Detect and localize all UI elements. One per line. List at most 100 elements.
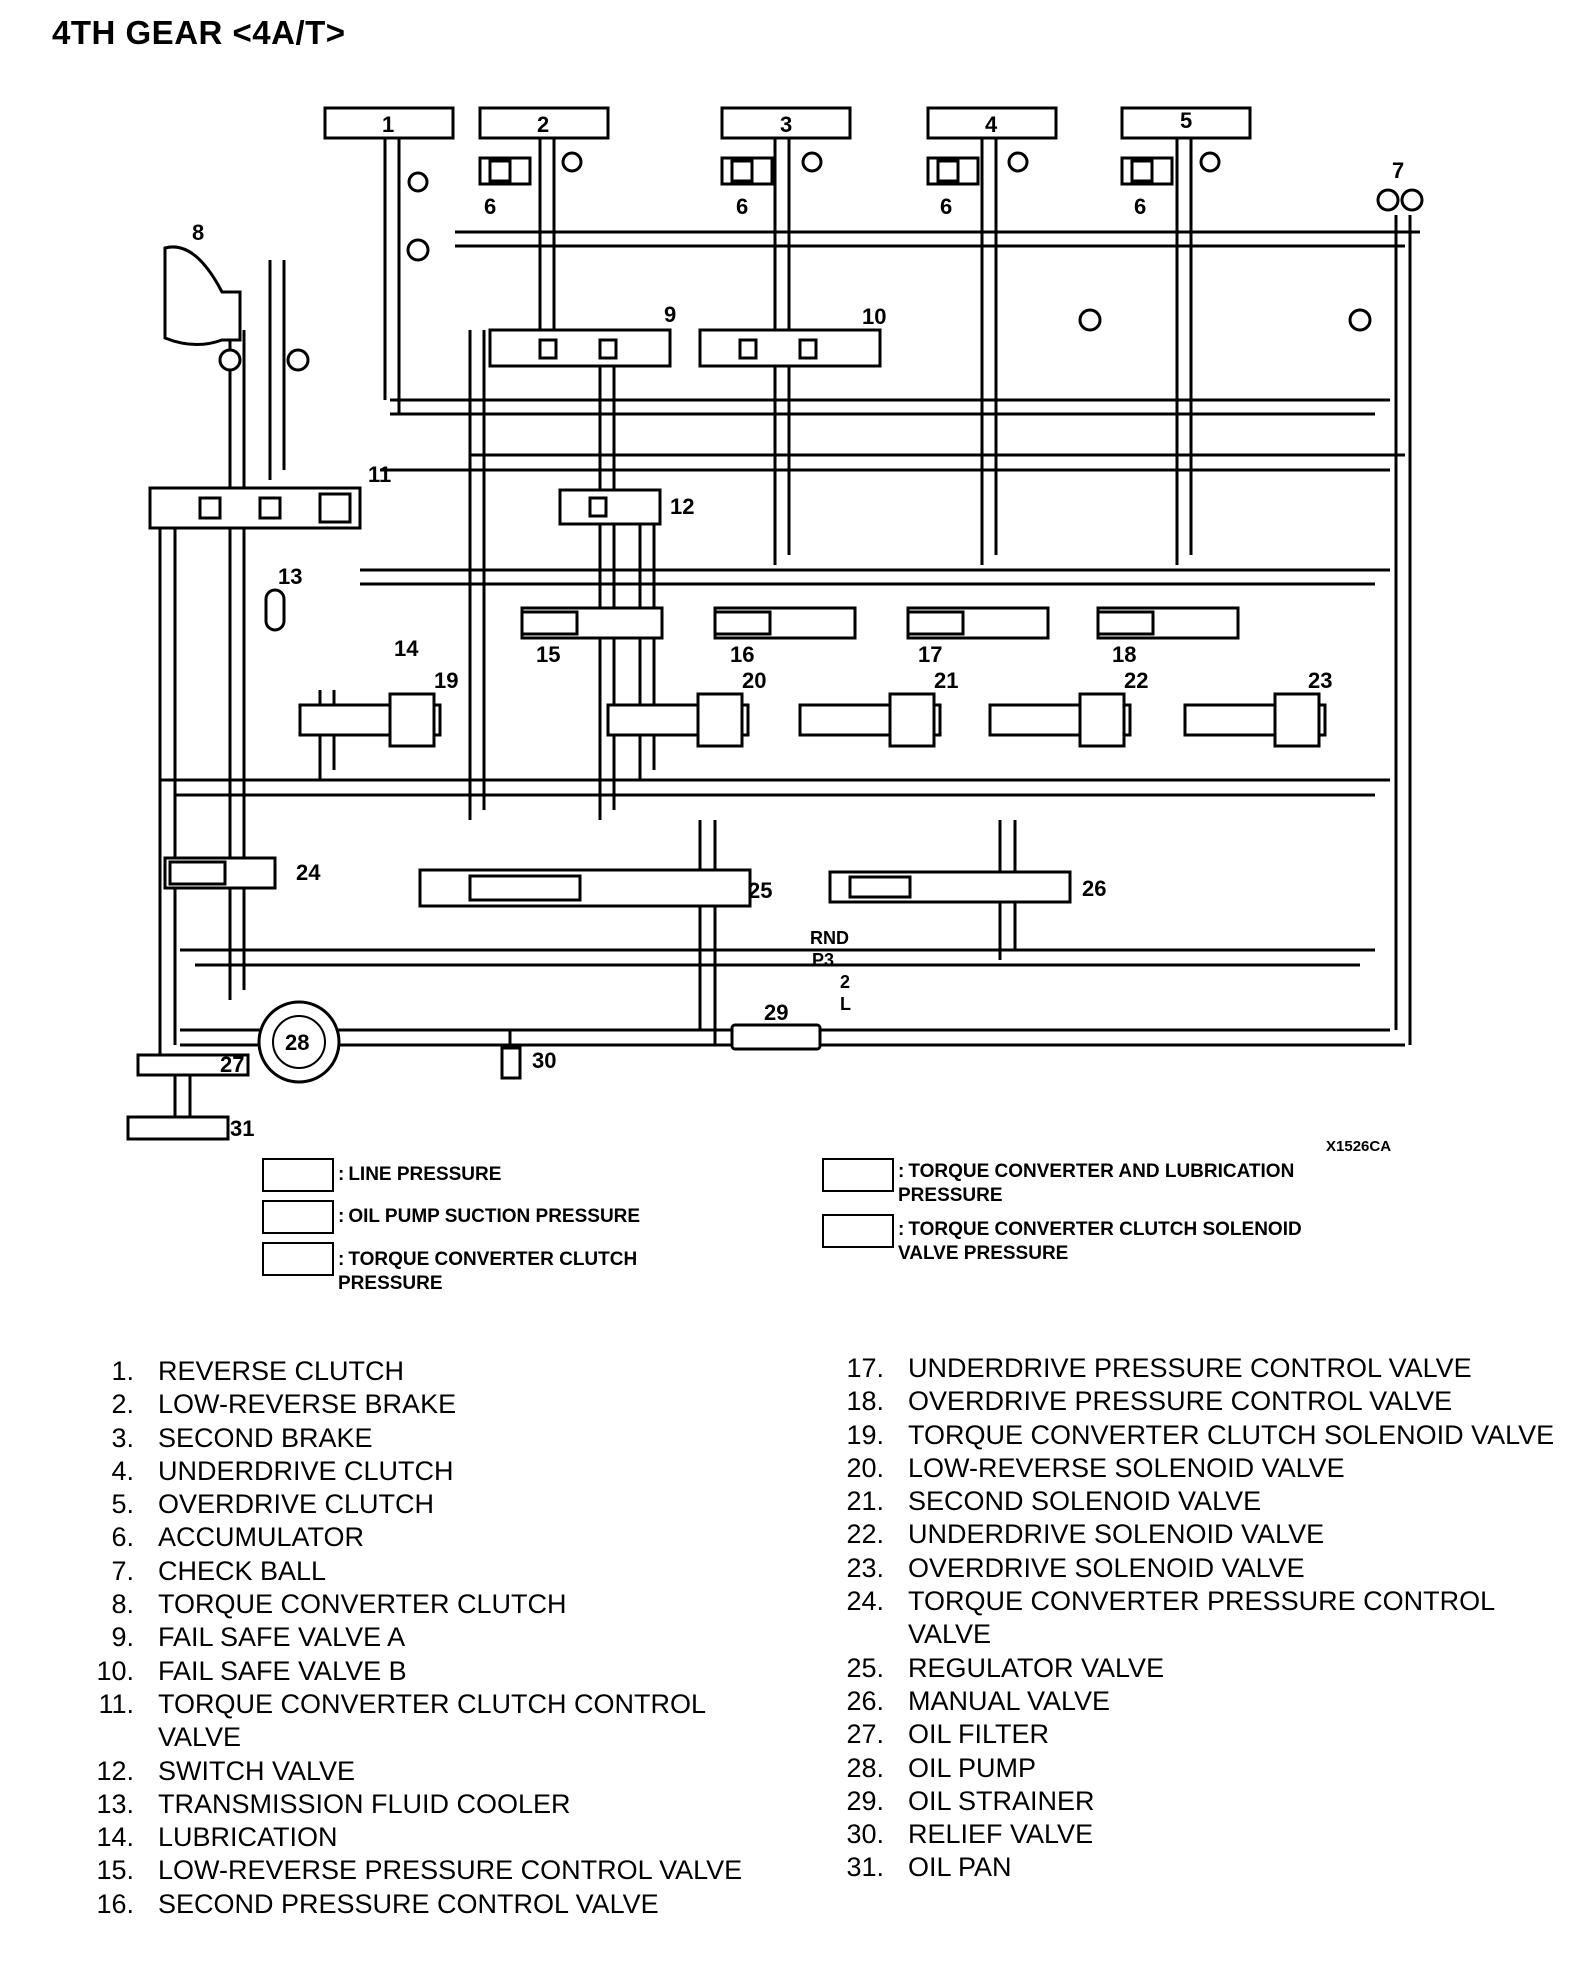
- range-2: 2: [840, 972, 850, 992]
- label-4: 4: [985, 112, 998, 137]
- accumulators: [478, 156, 1174, 186]
- parts-list-name: OIL PAN: [908, 1852, 1012, 1883]
- label-8: 8: [192, 220, 204, 245]
- parts-list-item: 17.UNDERDRIVE PRESSURE CONTROL VALVE: [834, 1352, 1574, 1385]
- parts-list-item: 9. FAIL SAFE VALVE A: [84, 1621, 784, 1654]
- parts-list-item: 3.SECOND BRAKE: [84, 1422, 784, 1455]
- label-9: 9: [664, 302, 676, 327]
- parts-list-name: SECOND SOLENOID VALVE: [908, 1486, 1262, 1517]
- parts-list-name: LOW-REVERSE PRESSURE CONTROL VALVE: [158, 1855, 743, 1886]
- page-title: 4TH GEAR <4A/T>: [52, 14, 346, 51]
- label-26: 26: [1082, 876, 1106, 901]
- parts-list-name: RELIEF VALVE: [908, 1819, 1094, 1850]
- parts-list-number: 18.: [846, 1386, 884, 1417]
- parts-list-name: CHECK BALL: [158, 1555, 327, 1586]
- parts-list-number: 13.: [96, 1788, 134, 1819]
- parts-list-item: 24.TORQUE CONVERTER PRESSURE CONTROL VAL…: [834, 1585, 1574, 1652]
- parts-list-item: 11.TORQUE CONVERTER CLUTCH CONTROL VALVE: [84, 1688, 784, 1755]
- parts-list-number: 12.: [96, 1755, 134, 1786]
- parts-list-number: 14.: [96, 1822, 134, 1853]
- parts-list-name: OIL STRAINER: [908, 1785, 1095, 1816]
- label-24: 24: [296, 860, 321, 885]
- parts-list-name: SWITCH VALVE: [158, 1755, 356, 1786]
- label-6a: 6: [484, 194, 496, 219]
- parts-list-name: FAIL SAFE VALVE A: [158, 1622, 406, 1653]
- parts-list-number: 5.: [111, 1489, 134, 1520]
- parts-list-item: 14. LUBRICATION: [84, 1821, 784, 1854]
- label-27: 27: [220, 1052, 244, 1077]
- parts-list-item: 7. CHECK BALL: [84, 1555, 784, 1588]
- figure-code: X1526CA: [1326, 1138, 1392, 1155]
- parts-list-item: 15.LOW-REVERSE PRESSURE CONTROL VALVE: [84, 1854, 784, 1887]
- parts-list-name: UNDERDRIVE CLUTCH: [158, 1455, 454, 1486]
- parts-list-number: 25.: [846, 1652, 884, 1683]
- parts-list-number: 10.: [96, 1655, 134, 1686]
- parts-list-item: 12. SWITCH VALVE: [84, 1755, 784, 1788]
- label-18: 18: [1112, 642, 1136, 667]
- legend-label-tcc-solenoid: :TORQUE CONVERTER CLUTCH SOLENOID VALVE …: [898, 1219, 1302, 1264]
- label-29: 29: [764, 1000, 788, 1025]
- legend-swatch-tcc-solenoid: [822, 1214, 894, 1248]
- parts-list-item: 28.OIL PUMP: [834, 1752, 1574, 1785]
- legend-swatch-line-pressure: [262, 1158, 334, 1192]
- label-20: 20: [742, 668, 766, 693]
- label-22: 22: [1124, 668, 1148, 693]
- parts-list-item: 1.REVERSE CLUTCH: [84, 1355, 784, 1388]
- parts-list-number: 31.: [846, 1852, 884, 1883]
- parts-list-item: 25.REGULATOR VALVE: [834, 1652, 1574, 1685]
- parts-list-number: 20.: [846, 1452, 884, 1483]
- parts-list-item: 30.RELIEF VALVE: [834, 1818, 1574, 1851]
- parts-list-name: MANUAL VALVE: [908, 1685, 1111, 1716]
- parts-list-name: OVERDRIVE CLUTCH: [158, 1489, 435, 1520]
- parts-list-number: 11.: [98, 1688, 134, 1719]
- parts-list-name: LOW-REVERSE BRAKE: [158, 1389, 457, 1420]
- parts-list-number: 6.: [111, 1522, 134, 1553]
- label-13: 13: [278, 564, 302, 589]
- parts-list-item: 8.TORQUE CONVERTER CLUTCH: [84, 1588, 784, 1621]
- parts-list-name: OVERDRIVE PRESSURE CONTROL VALVE: [908, 1386, 1453, 1417]
- label-28: 28: [285, 1030, 309, 1055]
- parts-list-item: 10.FAIL SAFE VALVE B: [84, 1655, 784, 1688]
- parts-list-number: 7.: [111, 1555, 134, 1586]
- label-3: 3: [780, 112, 792, 137]
- parts-list-item: 31. OIL PAN: [834, 1851, 1574, 1884]
- parts-list-name: TORQUE CONVERTER PRESSURE CONTROL VALVE: [908, 1586, 1495, 1650]
- parts-list-number: 2.: [111, 1389, 134, 1420]
- legend-label-tc-lube: :TORQUE CONVERTER AND LUBRICATION PRESSU…: [898, 1161, 1295, 1206]
- legend-label-tcc-pressure: :TORQUE CONVERTER CLUTCH PRESSURE: [338, 1249, 638, 1294]
- torque-converter-clutch-icon: [163, 245, 242, 346]
- label-7: 7: [1392, 158, 1404, 183]
- parts-list-name: TORQUE CONVERTER CLUTCH SOLENOID VALVE: [908, 1419, 1555, 1450]
- legend-swatch-suction: [262, 1200, 334, 1234]
- label-16: 16: [730, 642, 754, 667]
- label-30: 30: [532, 1048, 556, 1073]
- label-14: 14: [394, 636, 419, 661]
- parts-list-item: 18. OVERDRIVE PRESSURE CONTROL VALVE: [834, 1385, 1574, 1418]
- parts-list-number: 23.: [846, 1552, 884, 1583]
- label-6b: 6: [736, 194, 748, 219]
- parts-list-name: OVERDRIVE SOLENOID VALVE: [908, 1552, 1305, 1583]
- hydraulic-circuit-diagram: 1 2 3 4 5 6 6 6 6 7 8 9 10 11 12 13 14 1…: [126, 106, 1424, 1141]
- parts-list-item: 26. MANUAL VALVE: [834, 1685, 1574, 1718]
- parts-list-item: 5. OVERDRIVE CLUTCH: [84, 1488, 784, 1521]
- parts-list-number: 16.: [96, 1888, 134, 1919]
- label-2: 2: [537, 112, 549, 137]
- parts-list-item: 16.SECOND PRESSURE CONTROL VALVE: [84, 1888, 784, 1921]
- label-6d: 6: [1134, 194, 1146, 219]
- parts-list-item: 21. SECOND SOLENOID VALVE: [834, 1485, 1574, 1518]
- range-p3: P3: [812, 950, 834, 970]
- parts-list-name: LUBRICATION: [158, 1822, 338, 1853]
- parts-list-number: 26.: [846, 1685, 884, 1716]
- parts-list-number: 9.: [111, 1622, 134, 1653]
- clutch-boxes: [323, 106, 1252, 140]
- label-31: 31: [230, 1116, 254, 1141]
- parts-list-number: 19.: [846, 1419, 884, 1450]
- range-l: L: [840, 994, 851, 1014]
- range-rnd: RND: [810, 928, 849, 948]
- label-23: 23: [1308, 668, 1332, 693]
- parts-list-name: OIL FILTER: [908, 1719, 1050, 1750]
- parts-list-number: 4.: [111, 1455, 134, 1486]
- parts-list-number: 21.: [846, 1486, 884, 1517]
- label-1: 1: [382, 112, 394, 137]
